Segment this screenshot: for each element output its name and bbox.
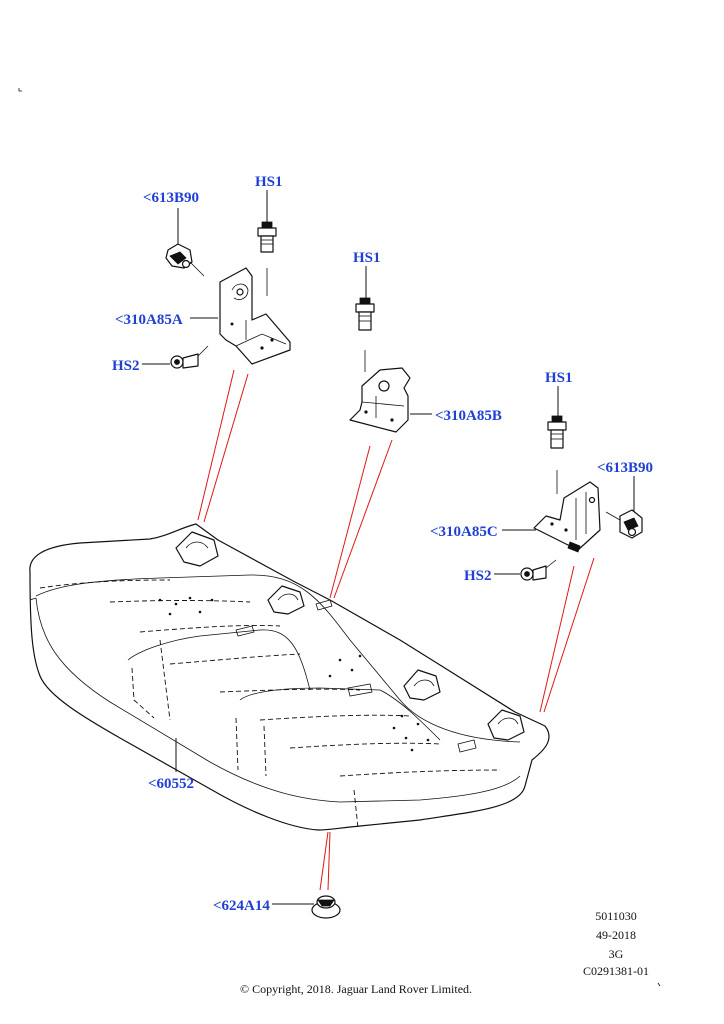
bracket-310a85c [533,481,601,553]
clip-613b90-right [605,509,643,539]
callout-613b90-right: <613B90 [597,460,653,476]
grommet-624a14 [311,895,341,919]
copyright-notice: © Copyright, 2018. Jaguar Land Rover Lim… [240,982,472,996]
seat-cushion-60552 [29,523,550,831]
bracket-310a85a [219,267,291,365]
screw-hs2-left [170,345,209,369]
callout-hs2-left: HS2 [112,358,140,374]
screw-hs2-right [520,559,557,581]
callout-hs1-right: HS1 [545,370,573,386]
callout-310a85a: <310A85A [115,312,183,328]
callout-hs2-right: HS2 [464,568,492,584]
bolt-hs1-middle [355,297,375,372]
info-line-1: 5011030 [595,909,637,923]
callout-613b90-left: <613B90 [143,190,199,206]
bolt-hs1-left [257,221,277,296]
corner-mark-top-left [18,88,22,92]
info-line-3: 3G [609,947,624,961]
callout-624a14: <624A14 [213,898,270,914]
info-line-4: C0291381-01 [583,964,649,978]
leader-lines [142,190,635,905]
bracket-310a85b [349,367,411,433]
callout-310a85c: <310A85C [430,524,498,540]
bolt-hs1-right [547,415,567,494]
info-block: 5011030 49-2018 3G C0291381-01 [583,909,649,978]
red-leader-lines [197,369,595,891]
corner-mark-bottom-right [657,982,661,987]
callout-60552: <60552 [148,776,194,792]
clip-613b90-left [165,243,205,277]
callout-hs1-middle: HS1 [353,250,381,266]
callout-hs1-left: HS1 [255,174,283,190]
info-line-2: 49-2018 [596,928,636,942]
callout-310a85b: <310A85B [435,408,502,424]
